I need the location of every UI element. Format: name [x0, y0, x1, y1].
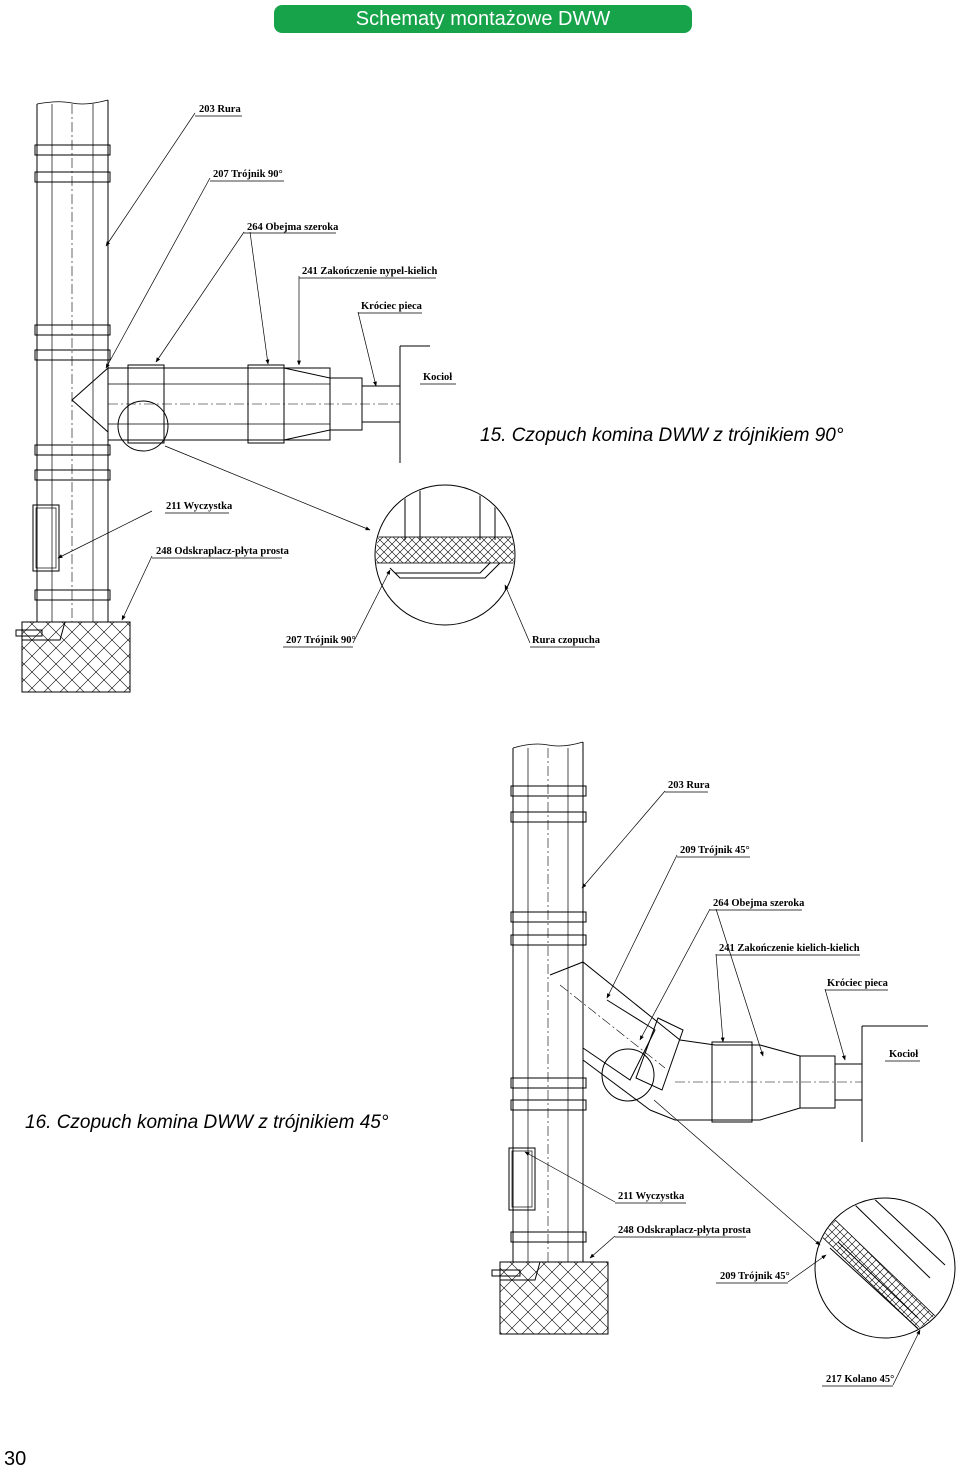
label-rura-czopucha-15: Rura czopucha — [532, 635, 601, 646]
label-zakonczenie-16: 241 Zakończenie kielich-kielich — [719, 943, 860, 954]
diagram-15: 203 Rura 207 Trójnik 90° 264 Obejma szer… — [15, 99, 844, 693]
label-wyczystka-15: 211 Wyczystka — [166, 501, 233, 512]
label-kociol-15: Kocioł — [423, 372, 452, 383]
label-obejma-15: 264 Obejma szeroka — [247, 222, 339, 233]
detail-15 — [374, 484, 516, 626]
label-wyczystka-16: 211 Wyczystka — [618, 1191, 685, 1202]
detail-16 — [814, 1197, 956, 1339]
label-zakonczenie-15: 241 Zakończenie nypel-kielich — [302, 266, 437, 277]
label-kociol-16: Kocioł — [889, 1049, 918, 1060]
label-rura-15: 203 Rura — [199, 104, 241, 115]
label-trojnik-15: 207 Trójnik 90° — [213, 169, 283, 180]
page-number: 30 — [4, 1448, 26, 1470]
label-kolano-16: 217 Kolano 45° — [826, 1374, 894, 1385]
label-rura-16: 203 Rura — [668, 780, 710, 791]
label-trojnik-16: 209 Trójnik 45° — [680, 845, 750, 856]
label-obejma-16: 264 Obejma szeroka — [713, 898, 805, 909]
label-trojnik-bottom-16: 209 Trójnik 45° — [720, 1271, 790, 1282]
diagram-16: 203 Rura 209 Trójnik 45° 264 Obejma szer… — [25, 741, 956, 1387]
caption-16: 16. Czopuch komina DWW z trójnikiem 45° — [25, 1112, 389, 1133]
label-trojnik-bottom-15: 207 Trójnik 90° — [286, 635, 356, 646]
label-odskraplacz-16: 248 Odskraplacz-płyta prosta — [618, 1225, 752, 1236]
caption-15: 15. Czopuch komina DWW z trójnikiem 90° — [480, 425, 844, 446]
label-odskraplacz-15: 248 Odskraplacz-płyta prosta — [156, 546, 290, 557]
label-krociec-15: Króciec pieca — [361, 301, 423, 312]
page-header: Schematy montażowe DWW — [274, 5, 692, 33]
label-krociec-16: Króciec pieca — [827, 978, 889, 989]
